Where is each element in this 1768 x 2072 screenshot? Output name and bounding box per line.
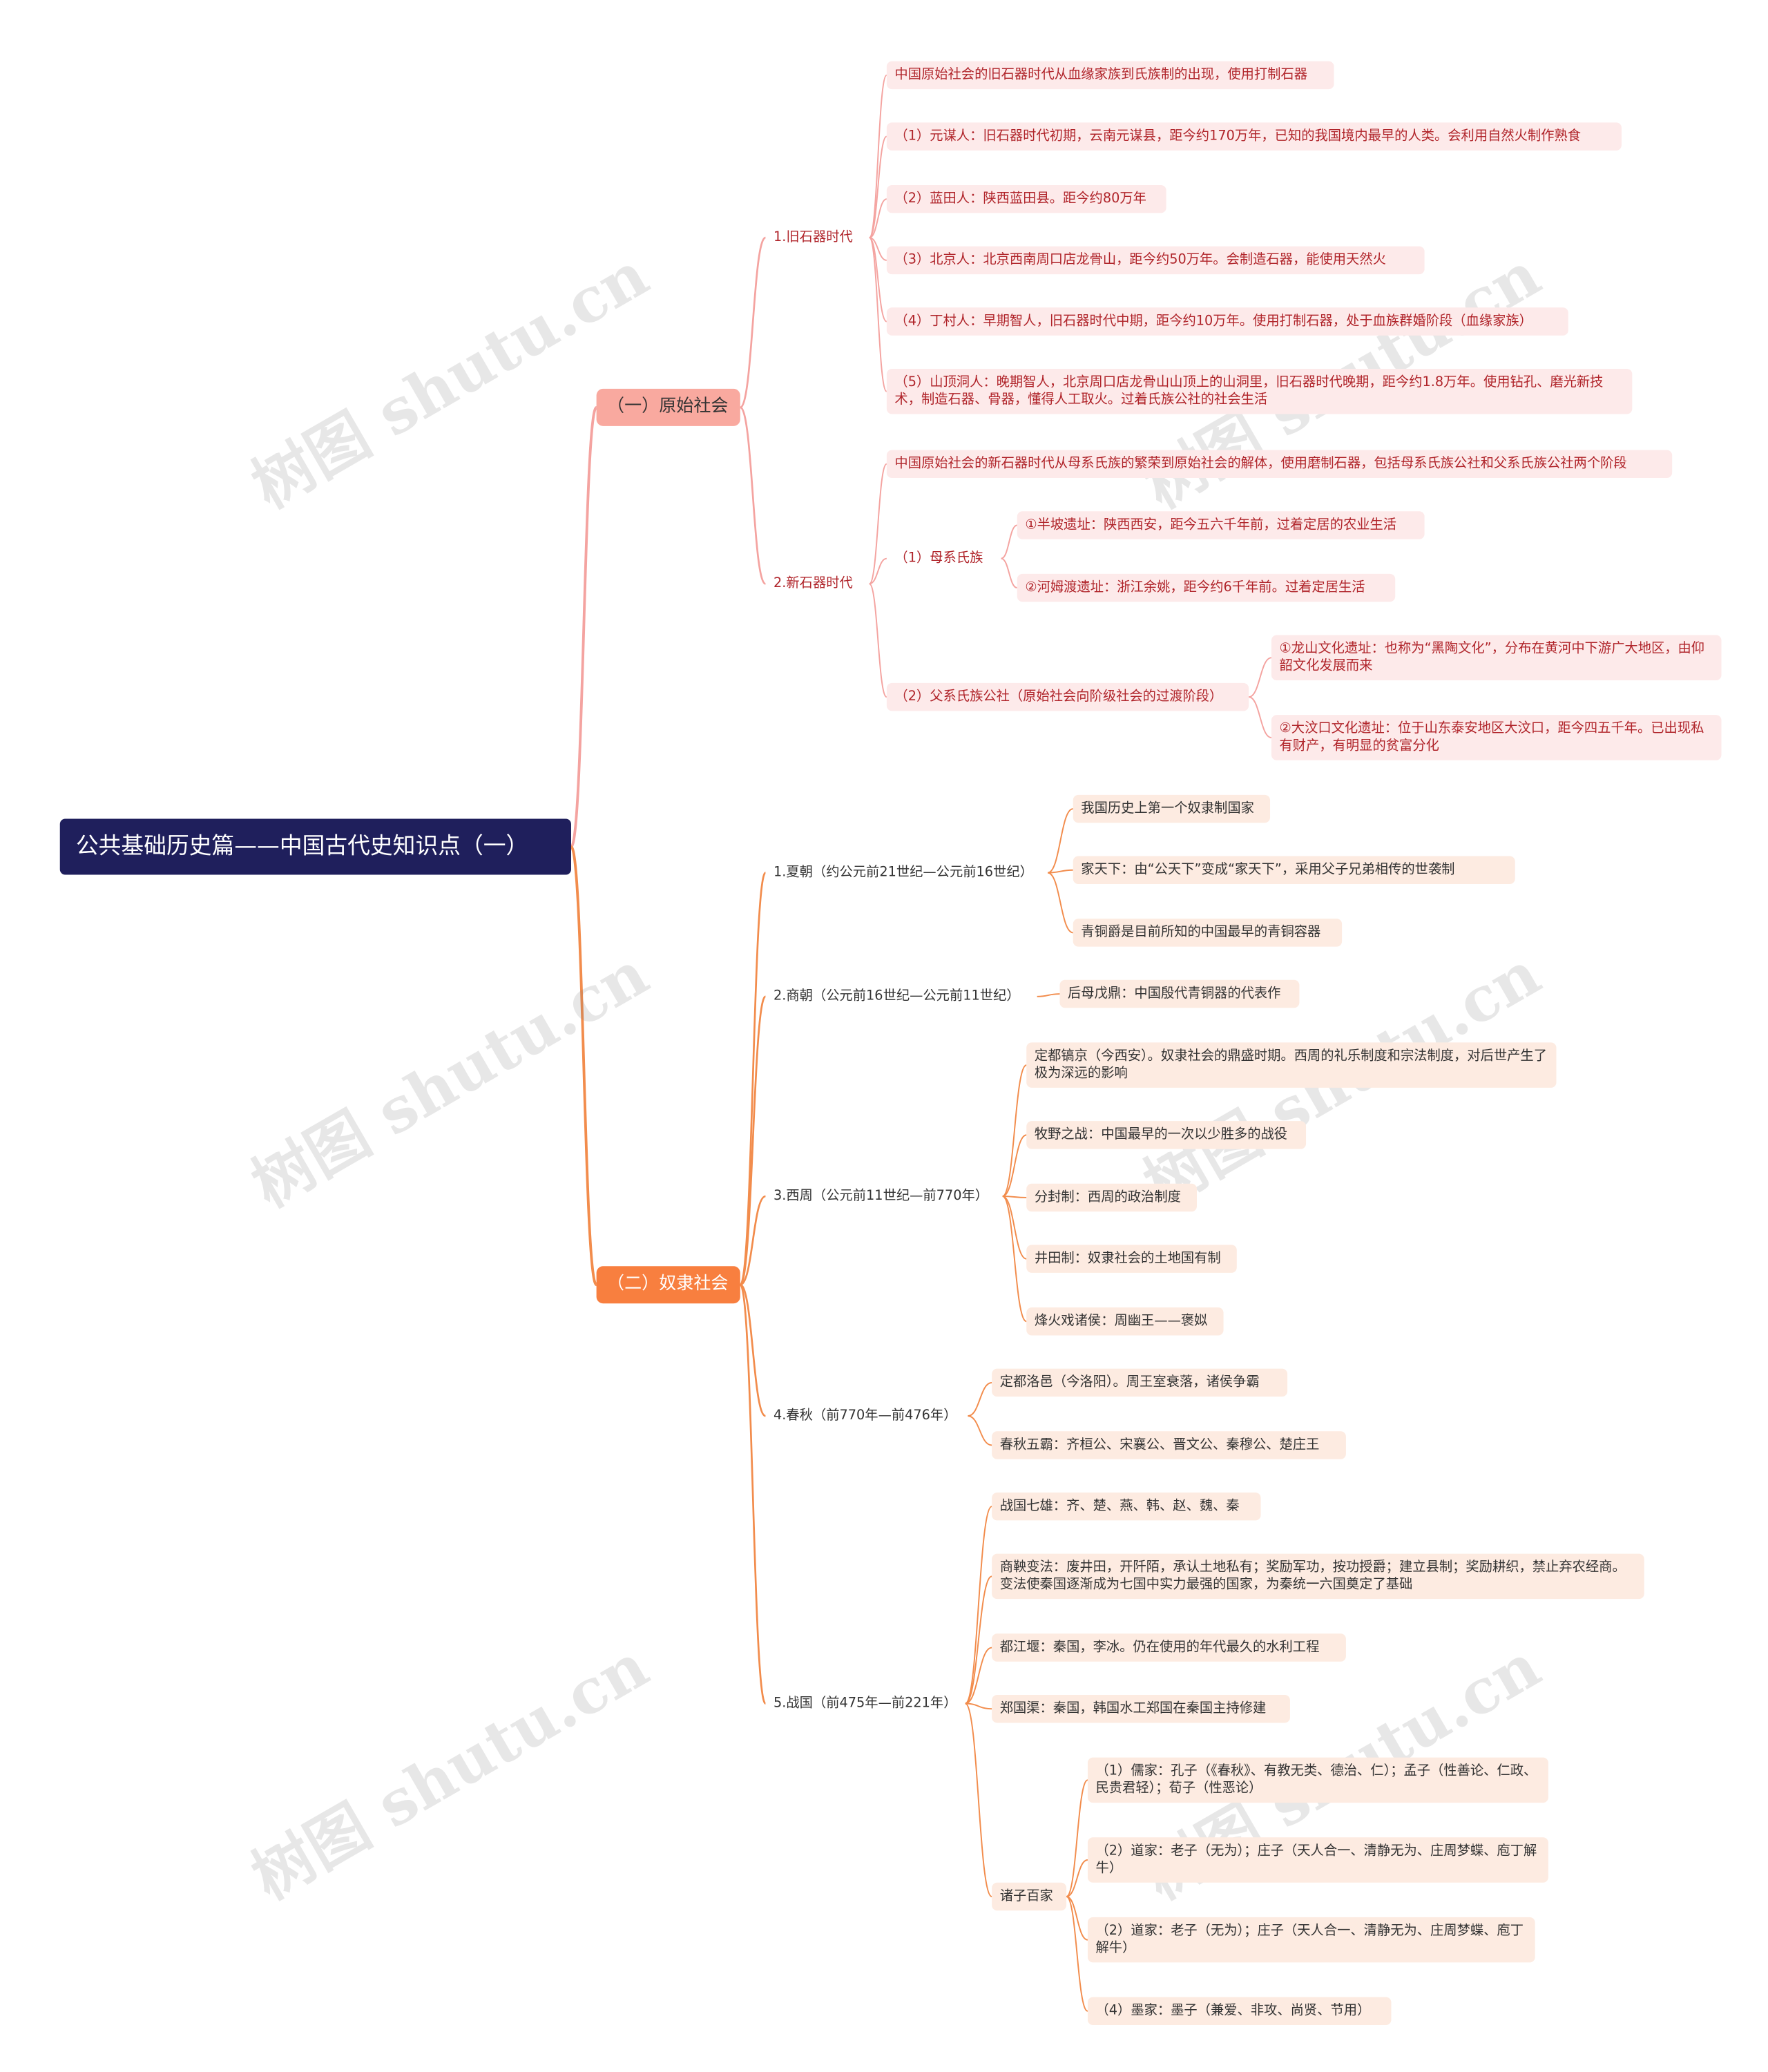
connector-line <box>1001 524 1018 559</box>
connector-line <box>965 1647 992 1705</box>
connector-line <box>1002 1196 1027 1198</box>
connector-line <box>739 872 767 1286</box>
leaf-node[interactable]: 定都洛邑（今洛阳）。周王室衰落，诸侯争霸 <box>992 1368 1288 1397</box>
connector-line <box>1248 696 1272 738</box>
connector-line <box>1066 1779 1088 1897</box>
leaf-node[interactable]: 定都镐京（今西安）。奴隶社会的鼎盛时期。西周的礼乐制度和宗法制度，对后世产生了极… <box>1026 1042 1557 1088</box>
leaf-node[interactable]: ①半坡遗址：陕西西安，距今五六千年前，过着定居的农业生活 <box>1017 511 1425 539</box>
connector-line <box>964 1702 993 1897</box>
leaf-node[interactable]: ①龙山文化遗址：也称为“黑陶文化”，分布在黄河中下游广大地区，由仰韶文化发展而来 <box>1271 635 1722 681</box>
connector-line <box>1047 808 1074 874</box>
branch-primitive-society[interactable]: （一）原始社会 <box>596 388 740 426</box>
leaf-node[interactable]: （4）丁村人：早期智人，旧石器时代中期，距今约10万年。使用打制石器，处于血族群… <box>886 307 1568 336</box>
topic-xia-dynasty[interactable]: 1.夏朝（约公元前21世纪—公元前16世纪） <box>773 865 1033 881</box>
connector-line <box>739 995 767 1286</box>
leaf-node[interactable]: ②大汶口文化遗址：位于山东泰安地区大汶口，距今四五千年。已出现私有财产，有明显的… <box>1271 715 1722 760</box>
topic-shang-dynasty[interactable]: 2.商朝（公元前16世纪—公元前11世纪） <box>773 989 1020 1004</box>
topic-patriarchal-clan[interactable]: （2）父系氏族公社（原始社会向阶级社会的过渡阶段） <box>886 682 1249 711</box>
connector-line <box>739 1283 767 1705</box>
connector-line <box>1066 1896 1088 2012</box>
connector-line <box>964 1506 993 1705</box>
leaf-node[interactable]: （2）道家：老子（无为）；庄子（天人合一、清静无为、庄周梦蝶、庖丁解牛） <box>1087 1917 1535 1963</box>
connector-line <box>1002 1196 1027 1260</box>
connector-line <box>868 583 887 698</box>
topic-warring-states[interactable]: 5.战国（前475年—前221年） <box>773 1696 957 1711</box>
leaf-node[interactable]: 战国七雄：齐、楚、燕、韩、赵、魏、秦 <box>992 1492 1261 1521</box>
topic-western-zhou[interactable]: 3.西周（公元前11世纪—前770年） <box>773 1189 989 1204</box>
topic-spring-autumn[interactable]: 4.春秋（前770年—前476年） <box>773 1408 957 1423</box>
connector-line <box>1002 1064 1027 1198</box>
connector-line <box>570 845 598 1287</box>
connector-line <box>739 406 767 585</box>
leaf-node[interactable]: 中国原始社会的新石器时代从母系氏族的繁荣到原始社会的解体，使用磨制石器，包括母系… <box>886 450 1673 479</box>
root-topic[interactable]: 公共基础历史篇——中国古代史知识点（一） <box>59 818 571 875</box>
leaf-node[interactable]: （2）蓝田人：陕西蓝田县。距今约80万年 <box>886 184 1166 213</box>
leaf-node[interactable]: （5）山顶洞人：晚期智人，北京周口店龙骨山山顶上的山洞里，旧石器时代晚期，距今约… <box>886 368 1633 414</box>
leaf-node[interactable]: 中国原始社会的旧石器时代从血缘家族到氏族制的出现，使用打制石器 <box>886 61 1334 90</box>
leaf-node[interactable]: 春秋五霸：齐桓公、宋襄公、晋文公、秦穆公、楚庄王 <box>992 1431 1346 1459</box>
connector-line <box>965 1575 992 1705</box>
leaf-node[interactable]: 都江堰：秦国，李冰。仍在使用的年代最久的水利工程 <box>992 1633 1346 1662</box>
connector-line <box>1001 557 1018 589</box>
topic-paleolithic[interactable]: 1.旧石器时代 <box>773 230 853 245</box>
connector-line <box>1066 1859 1088 1897</box>
connector-line <box>869 198 887 239</box>
connector-line <box>868 135 887 239</box>
connector-line <box>968 1381 992 1417</box>
leaf-node[interactable]: 井田制：奴隶社会的土地国有制 <box>1026 1245 1237 1273</box>
leaf-node[interactable]: 青铜爵是目前所知的中国最早的青铜容器 <box>1073 919 1343 947</box>
leaf-node[interactable]: 分封制：西周的政治制度 <box>1026 1183 1198 1212</box>
leaf-node[interactable]: 烽火戏诸侯：周幽王——褒姒 <box>1026 1307 1224 1336</box>
topic-neolithic[interactable]: 2.新石器时代 <box>773 576 853 591</box>
connector-line <box>868 463 887 585</box>
connector-line <box>1002 1196 1027 1323</box>
connector-line <box>1066 1896 1088 1941</box>
leaf-node[interactable]: （4）墨家：墨子（兼爱、非攻、尚贤、节用） <box>1087 1997 1392 2026</box>
leaf-node[interactable]: （1）元谋人：旧石器时代初期，云南元谋县，距今约170万年，已知的我国境内最早的… <box>886 122 1622 151</box>
connector-line <box>868 237 887 323</box>
topic-matriarchal-clan[interactable]: （1）母系氏族 <box>894 551 983 566</box>
connector-line <box>1048 869 1073 874</box>
leaf-node[interactable]: 牧野之战：中国最早的一次以少胜多的战役 <box>1026 1121 1307 1149</box>
connector-line <box>1047 872 1074 934</box>
leaf-node[interactable]: 商鞅变法：废井田，开阡陌，承认土地私有；奖励军功，按功授爵；建立县制；奖励耕织，… <box>992 1553 1644 1600</box>
connector-line <box>868 237 887 392</box>
leaf-node[interactable]: 家天下：由“公天下”变成“家天下”，采用父子兄弟相传的世袭制 <box>1073 856 1515 884</box>
branch-slave-society[interactable]: （二）奴隶社会 <box>596 1266 740 1304</box>
leaf-node[interactable]: （3）北京人：北京西南周口店龙骨山，距今约50万年。会制造石器，能使用天然火 <box>886 246 1425 275</box>
leaf-node[interactable]: 后母戊鼎：中国殷代青铜器的代表作 <box>1059 979 1300 1008</box>
leaf-node[interactable]: ②河姆渡遗址：浙江余姚，距今约6千年前。过着定居生活 <box>1017 573 1396 602</box>
connector-line <box>739 236 767 409</box>
connector-line <box>1037 993 1060 997</box>
connector-line <box>740 1283 767 1417</box>
connector-line <box>868 74 887 239</box>
connector-line <box>1002 1134 1027 1198</box>
connector-line <box>1248 657 1272 698</box>
connector-line <box>965 1702 992 1710</box>
topic-hundred-schools[interactable]: 诸子百家 <box>992 1882 1067 1911</box>
leaf-node[interactable]: （1）儒家：孔子（《春秋》、有教无类、德治、仁）；孟子（性善论、仁政、民贵君轻）… <box>1087 1757 1548 1803</box>
connector-line <box>740 1195 767 1286</box>
connector-line <box>869 557 887 585</box>
leaf-node[interactable]: 郑国渠：秦国，韩国水工郑国在秦国主持修建 <box>992 1694 1290 1723</box>
leaf-node[interactable]: （2）道家：老子（无为）；庄子（天人合一、清静无为、庄周梦蝶、庖丁解牛） <box>1087 1837 1548 1883</box>
leaf-node[interactable]: 我国历史上第一个奴隶制国家 <box>1073 794 1271 823</box>
connector-line <box>570 405 598 848</box>
connector-line <box>968 1415 992 1446</box>
